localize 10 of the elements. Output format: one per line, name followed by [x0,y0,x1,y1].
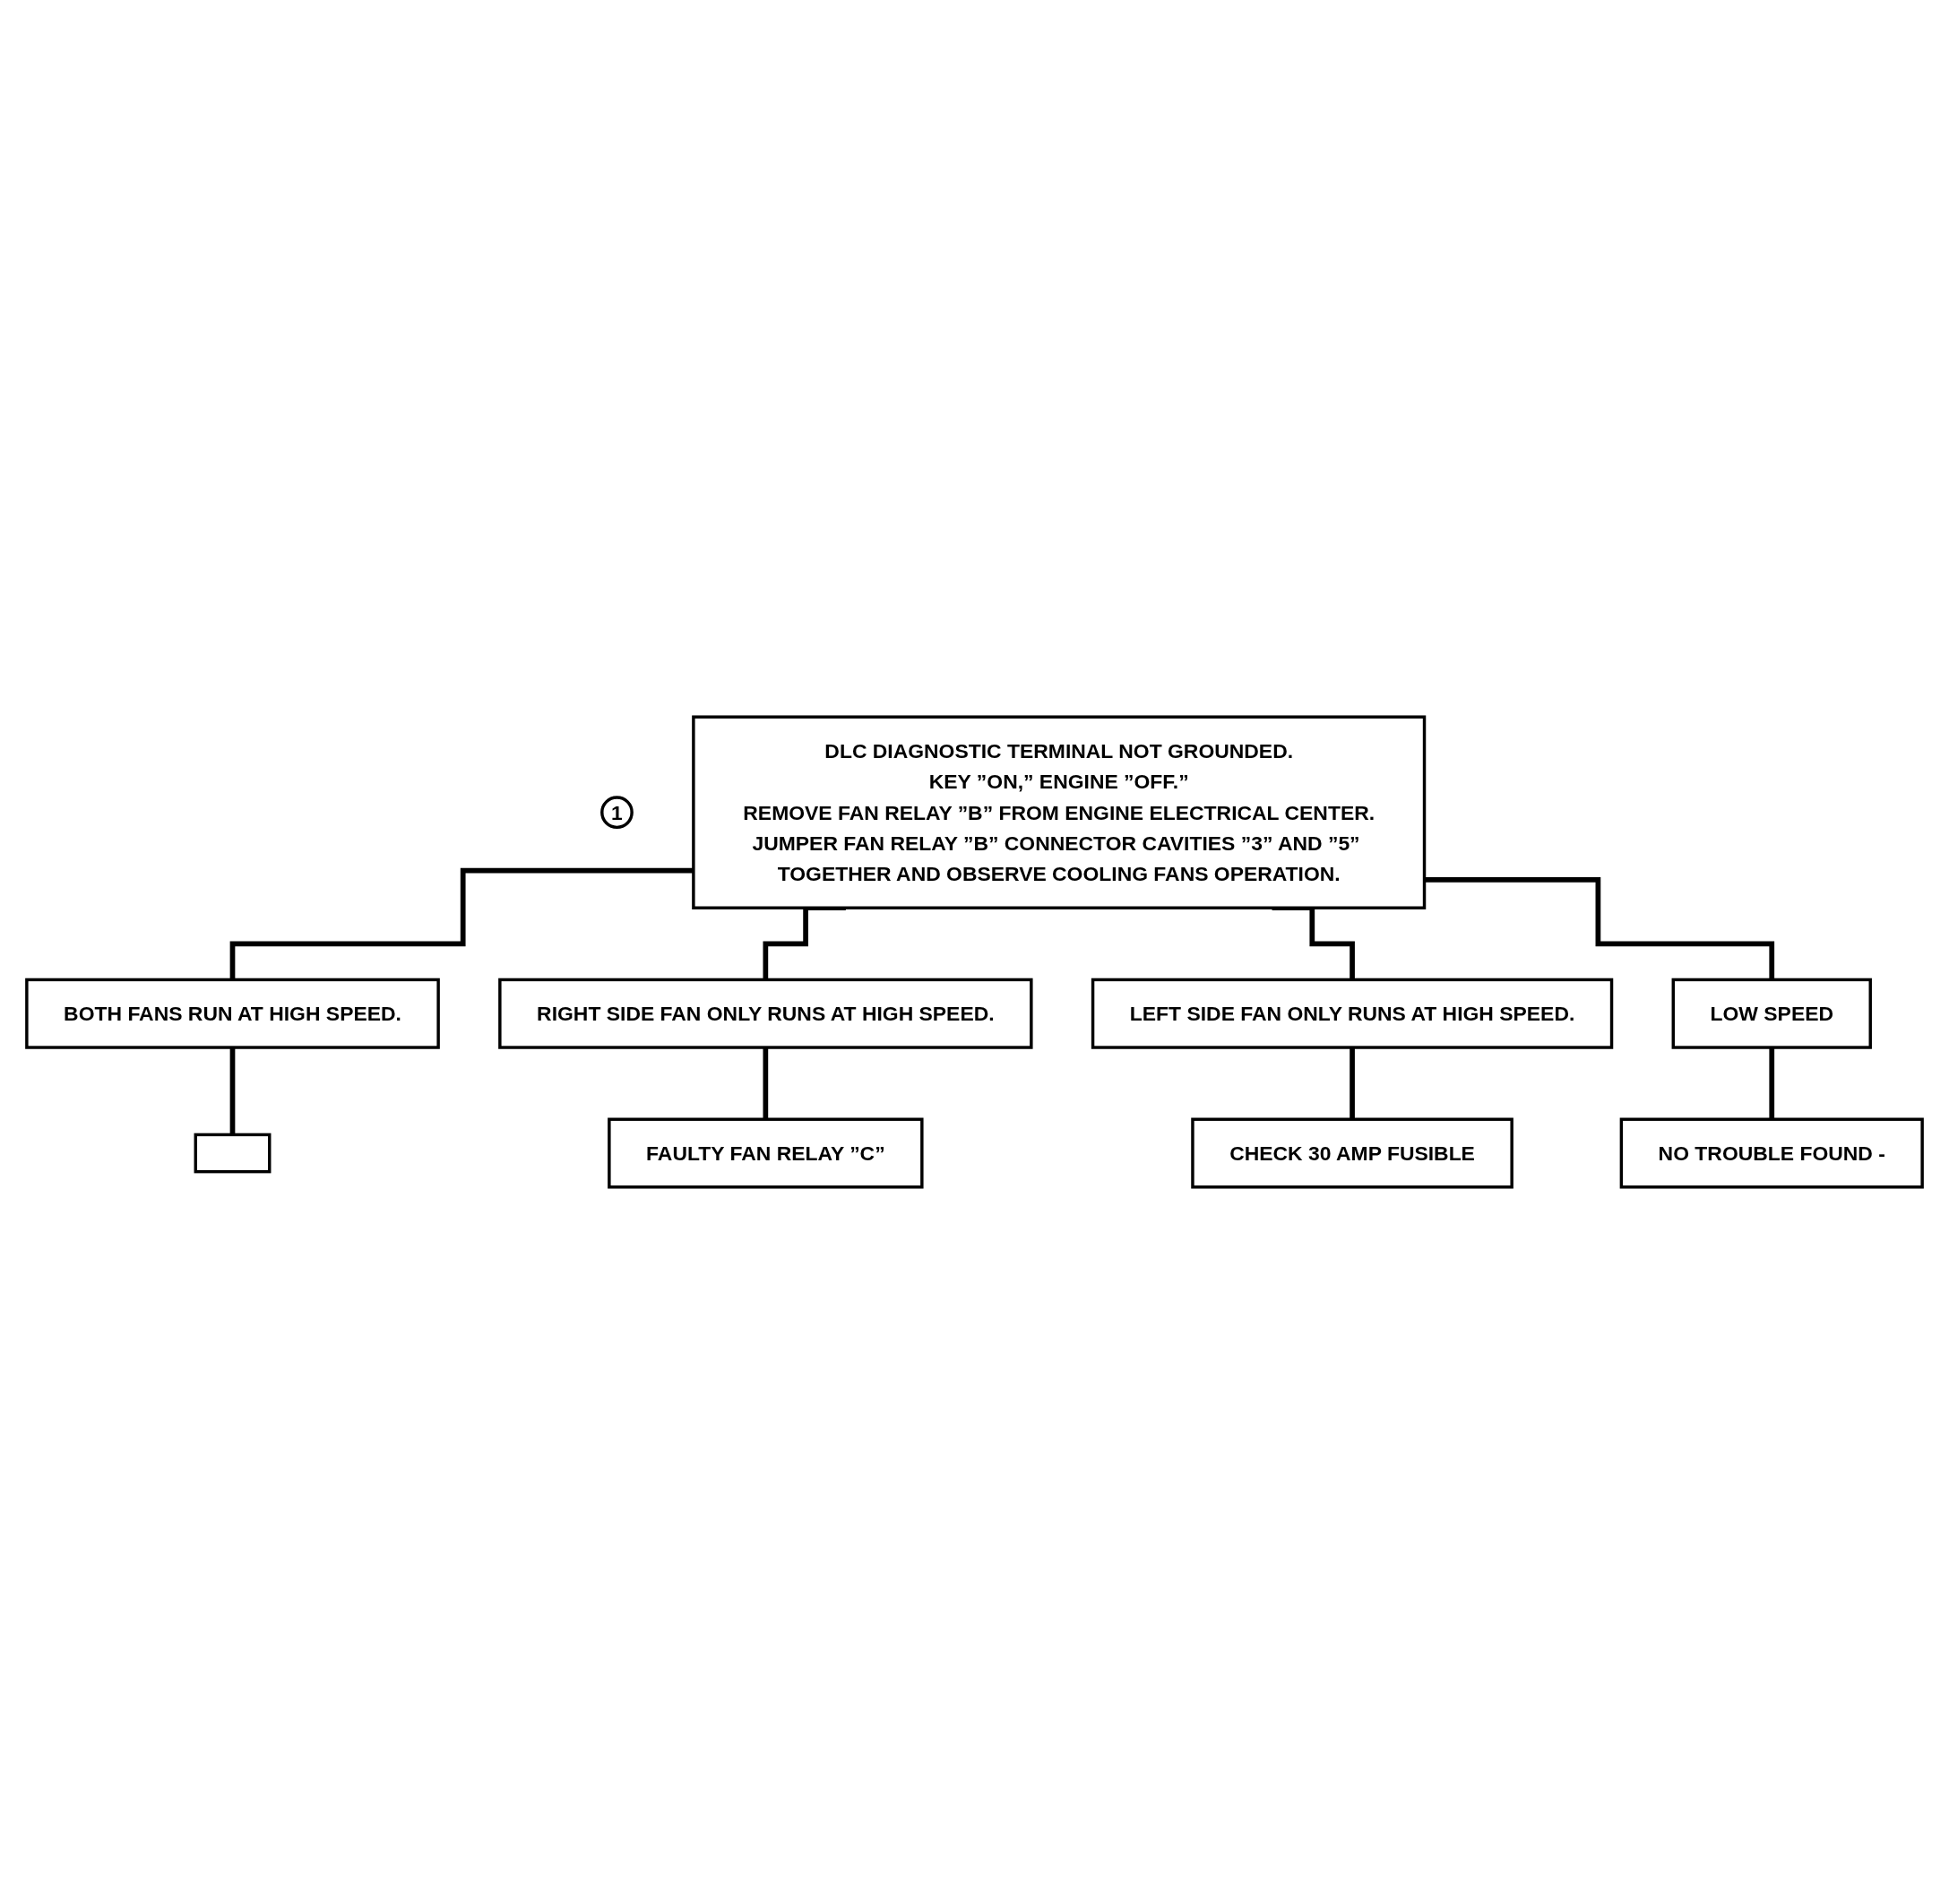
node-box: NO TROUBLE FOUND - [1619,1117,1924,1189]
node-box [194,1133,272,1174]
node-box: DLC DIAGNOSTIC TERMINAL NOT GROUNDED. KEY ”ON,” ENGINE ”OFF.” REMOVE FAN RELAY ”B” FROM ENGINE ELECTRICAL CENTER. JUMPER FAN RELAY ”B” CONNECTOR CAVITIES ”3” AND ”5” TOGETHER AND OBSERVE COOLING FANS OPERATION. [692,715,1427,909]
node-box: LEFT SIDE FAN ONLY RUNS AT HIGH SPEED. [1091,978,1614,1049]
node-box: CHECK 30 AMP FUSIBLE [1191,1117,1513,1189]
node-circle: 1 [600,796,634,830]
node-box: BOTH FANS RUN AT HIGH SPEED. [25,978,440,1049]
node-box: RIGHT SIDE FAN ONLY RUNS AT HIGH SPEED. [498,978,1033,1049]
node-box: LOW SPEED [1671,978,1872,1049]
node-box: FAULTY FAN RELAY ”C” [608,1117,924,1189]
